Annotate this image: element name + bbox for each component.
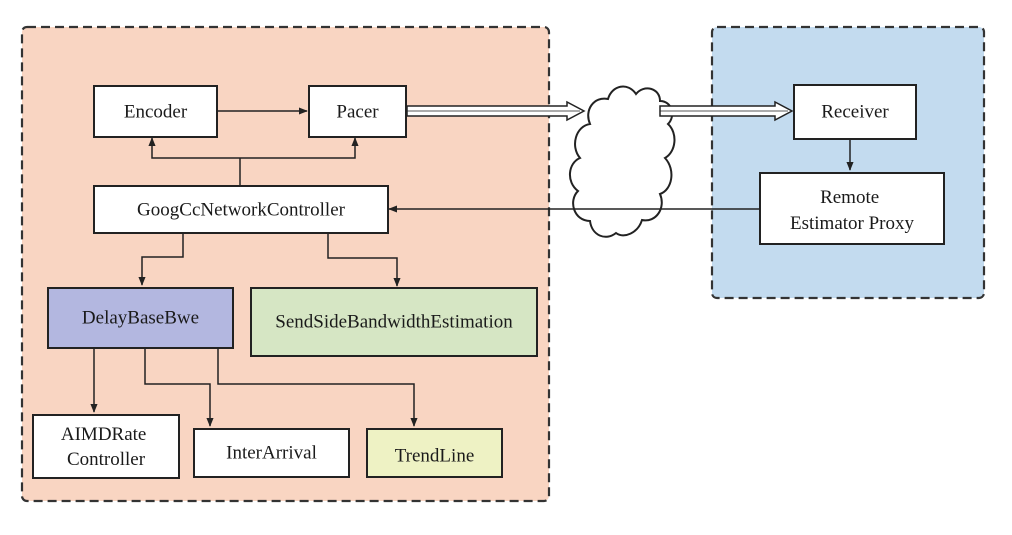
- trend-line-label: TrendLine: [395, 446, 475, 467]
- arrow-controller-to-sendside: [327, 233, 401, 287]
- aimd-label-line2: Controller: [67, 449, 146, 470]
- aimd-box: [32, 414, 180, 479]
- arrow-network-to-receiver: [659, 100, 794, 122]
- inter-arrival-label: InterArrival: [226, 443, 317, 464]
- remote-label-line1: Remote: [820, 187, 879, 208]
- receiver-label: Receiver: [821, 102, 889, 123]
- receiver-panel: [710, 25, 986, 300]
- arrow-controller-to-delaybwe: [138, 233, 184, 286]
- inter-arrival-box: [193, 428, 350, 478]
- receiver-box: [793, 84, 917, 140]
- arrow-delaybwe-to-trendline: [217, 348, 418, 427]
- network-cloud-icon: [569, 85, 676, 238]
- trend-line-box: [366, 428, 503, 478]
- pacer-label: Pacer: [336, 102, 379, 123]
- arrow-controller-to-pacer: [240, 137, 359, 159]
- delay-bwe-box: [47, 287, 234, 349]
- controller-label: GoogCcNetworkController: [137, 200, 346, 221]
- pacer-box: [308, 85, 407, 138]
- controller-box: [93, 185, 389, 234]
- arrow-pacer-to-network: [406, 100, 586, 122]
- encoder-box: [93, 85, 218, 138]
- send-side-box: [250, 287, 538, 357]
- arrow-controller-to-encoder: [148, 137, 240, 159]
- aimd-label: AIMDRate Controller: [61, 424, 151, 470]
- remote-estimator-label: Remote Estimator Proxy: [790, 187, 915, 234]
- remote-estimator-box: [759, 172, 945, 245]
- send-side-label: SendSideBandwidthEstimation: [275, 312, 513, 333]
- encoder-label: Encoder: [124, 102, 188, 123]
- aimd-label-line1: AIMDRate: [61, 424, 146, 445]
- arrow-delaybwe-to-interarrival: [144, 348, 214, 427]
- remote-label-line2: Estimator Proxy: [790, 213, 915, 234]
- delay-bwe-label: DelayBaseBwe: [82, 308, 199, 329]
